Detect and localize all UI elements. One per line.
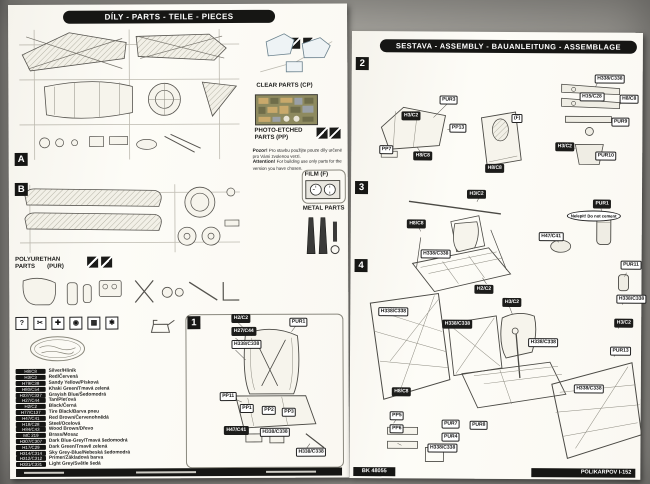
part-label: H3/C2 [401,111,421,120]
brand-stamp [27,335,87,363]
part-label: PP13 [449,123,467,133]
clear-parts-label: CLEAR PARTS (CP) [256,82,313,89]
kit-code: BK 48055 [353,467,396,477]
sprue-b-drawing [15,180,247,257]
part-label: H8/C8 [485,163,505,173]
metal-parts-label: METAL PARTS [302,205,345,212]
photo-etched-label-2: PARTS (PP) [254,134,289,141]
bend-icon [316,127,328,139]
part-label: PUR11 [620,260,642,270]
parts-page-title: DÍLY - PARTS - TEILE - PIECES [63,9,276,24]
scissors-icon: ✂ [33,316,47,330]
sprue-a-badge: A [14,152,28,166]
part-label: H338/C338 [616,294,647,304]
part-label: H2/C2 [231,313,251,323]
part-label: PUR7 [441,419,460,429]
glue-icon: ✱ [105,316,119,330]
attention-note: Pozor! Pro stavbu použijte pouze díly ur… [253,148,345,171]
part-label: H8/C8 [406,219,427,228]
part-label: PUR4 [441,432,460,442]
left-footer-bar [16,467,343,477]
sand-icon: ▦ [87,316,101,330]
part-label: H3/C2 [555,142,575,151]
part-label: H27/C44 [231,326,257,336]
etch-cut-icon [329,127,341,139]
part-label: H15/C28 [579,92,605,102]
part-label: PUR1 [592,199,612,209]
part-label: PP1 [239,403,255,413]
part-label: H8/C8 [619,94,639,104]
part-label: H338/C338 [378,307,409,316]
part-label: PUR8 [469,420,488,430]
oil-can-icon [147,316,177,336]
part-label: H8/C8 [413,151,433,160]
part-label: H3/C2 [614,318,634,328]
symbols-legend: ? ✂ ✚ ◉ ▦ ✱ [15,316,119,330]
step1-drawing [185,316,344,467]
part-label: H338/C338 [231,339,262,349]
do-not-cement-note: Nelepit! Do not cement [566,210,621,222]
part-label: H3/C2 [466,189,487,199]
part-label: PUR3 [439,95,458,105]
part-label: PP6 [389,424,405,433]
polyurethan-parts-sub: (PUR) [47,263,64,270]
part-label: PUR9 [611,117,630,127]
assembly-page: SESTAVA - ASSEMBLY - BAUANLEITUNG - ASSE… [349,31,647,480]
polyurethan-parts-drawing [15,272,245,315]
part-label: H2/C2 [474,284,494,294]
part-label: H338/C338 [420,249,451,259]
photo-etched-drawing [254,94,318,126]
resin-icon [87,256,99,268]
part-label: H338/C338 [259,427,291,437]
part-label: PP11 [219,392,237,401]
sprue-a-drawing [14,24,247,167]
saw-icon [101,256,113,268]
part-label: PP7 [379,145,394,154]
part-label: H338/C338 [528,338,559,347]
polyurethan-parts-label-2: PARTS [15,263,36,270]
part-label: PP2 [261,405,277,415]
part-label: (F) [511,113,523,123]
part-label: H338/C338 [594,74,626,84]
part-label: PUR13 [610,346,632,356]
part-label: PUR1 [289,317,308,327]
open-hole-icon: ◉ [69,316,83,330]
assembly-drawings [349,31,643,480]
part-label: PP3 [281,407,297,417]
kit-name: POLIKARPOV I-152 [531,468,636,478]
optional-icon: ? [15,316,29,330]
part-label: PUR10 [595,151,617,161]
sprue-b-badge: B [14,182,28,196]
clear-parts-drawing [250,28,342,80]
parts-page: DÍLY - PARTS - TEILE - PIECES A [8,3,350,479]
metal-parts-drawing [303,214,343,260]
part-label: H47/C41 [223,425,249,435]
part-label: H8/C8 [391,387,412,396]
film-drawing [305,180,341,200]
part-label: H338/C338 [427,443,458,453]
part-label: PP5 [389,411,405,420]
part-label: H338/C338 [295,447,327,457]
drill-icon: ✚ [51,316,65,330]
part-label: H3/C2 [502,297,522,307]
part-label: H338/C338 [573,384,605,394]
part-label: H47/C41 [538,232,564,241]
part-label: H338/C338 [442,319,473,329]
